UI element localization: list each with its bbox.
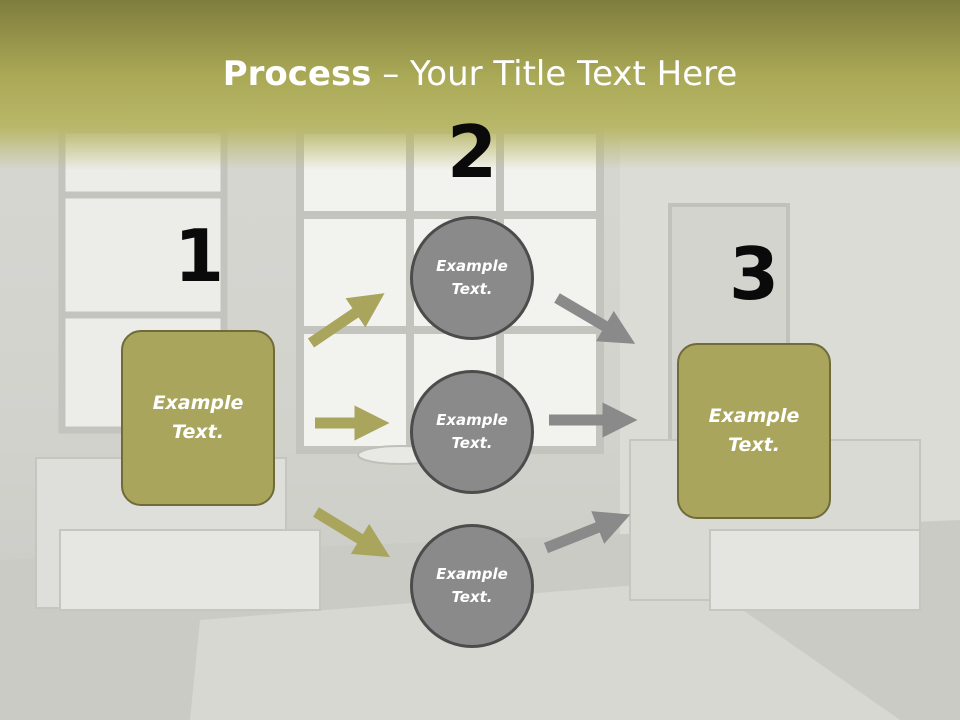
title-rest: – Your Title Text Here [371, 54, 738, 94]
step-3-box[interactable]: Example Text. [677, 343, 831, 519]
circle-top-text: Example Text. [436, 257, 508, 298]
circle-middle[interactable]: Example Text. [410, 370, 534, 494]
step-1-box[interactable]: Example Text. [121, 330, 275, 506]
step-number-3: 3 [728, 232, 780, 316]
circle-bottom[interactable]: Example Text. [410, 524, 534, 648]
circle-bottom-text: Example Text. [436, 565, 508, 606]
circle-top[interactable]: Example Text. [410, 216, 534, 340]
title-bold: Process [222, 54, 372, 94]
step-1-text: Example Text. [152, 392, 244, 443]
step-number-1: 1 [173, 214, 225, 298]
circle-middle-text: Example Text. [436, 411, 508, 452]
step-number-2: 2 [446, 110, 498, 194]
slide-title: Process – Your Title Text Here [0, 50, 960, 98]
step-3-text: Example Text. [708, 405, 800, 456]
